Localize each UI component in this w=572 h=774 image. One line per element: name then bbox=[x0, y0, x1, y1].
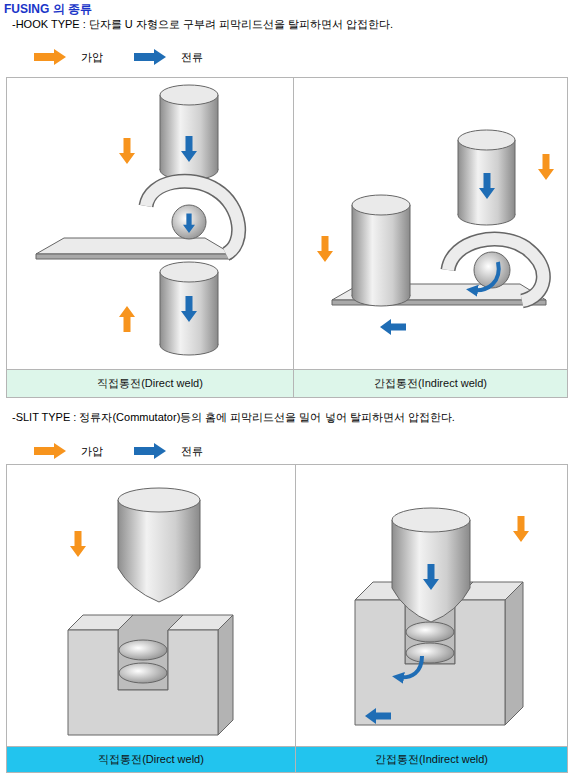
legend-text: 가압 bbox=[81, 444, 103, 459]
hook-indirect-weld bbox=[380, 319, 406, 335]
hook-indirect-weld bbox=[515, 140, 516, 215]
hook-direct-weld bbox=[146, 181, 239, 254]
slit-indirect-weld bbox=[406, 643, 454, 663]
hook-direct-weld bbox=[160, 272, 161, 345]
legend-arrow bbox=[134, 443, 166, 459]
legend-arrow bbox=[33, 49, 67, 65]
slit-direct-weld bbox=[68, 630, 218, 735]
slit-indirect-weld bbox=[392, 508, 470, 532]
legend-text: 전류 bbox=[181, 50, 203, 65]
panel-frame bbox=[7, 78, 568, 398]
hook-direct-weld bbox=[36, 254, 232, 259]
slit-direct-weld bbox=[119, 663, 167, 683]
hook-direct-weld bbox=[181, 296, 197, 322]
slit-direct-weld bbox=[70, 531, 86, 557]
hook-direct-weld bbox=[181, 136, 197, 162]
panel-frame bbox=[293, 77, 294, 397]
slit-indirect-weld bbox=[423, 564, 439, 590]
hook-indirect-weld bbox=[458, 140, 459, 215]
panel-frame bbox=[7, 465, 568, 773]
type-description: -SLIT TYPE : 정류자(Commutator)등의 홈에 피막리드선을… bbox=[12, 410, 455, 425]
hook-direct-weld bbox=[183, 214, 195, 234]
hook-indirect-weld bbox=[458, 140, 515, 215]
hook-indirect-weld bbox=[410, 205, 411, 296]
legend-item: 가압 bbox=[33, 443, 103, 459]
hook-direct-weld bbox=[218, 95, 219, 170]
hook-direct-weld bbox=[146, 181, 239, 254]
legend-text: 전류 bbox=[181, 444, 203, 459]
panel-frame bbox=[295, 464, 296, 772]
slit-direct-weld bbox=[119, 640, 167, 660]
caption-band: 간접통전(Indirect weld) bbox=[294, 369, 567, 397]
legend-arrow bbox=[34, 49, 66, 65]
legend-arrow bbox=[33, 443, 67, 459]
slit-direct-weld bbox=[118, 500, 200, 602]
slit-indirect-weld bbox=[392, 520, 470, 622]
caption-text: 직접통전(Direct weld) bbox=[97, 376, 203, 391]
type-description: -HOOK TYPE : 단자를 U 자형으로 구부려 피막리드선을 탈피하면서… bbox=[12, 17, 393, 32]
panel-frame bbox=[7, 77, 568, 773]
slit-indirect-weld bbox=[505, 582, 523, 725]
hook-indirect-weld bbox=[538, 154, 554, 180]
hook-indirect-weld bbox=[317, 130, 554, 335]
slit-indirect-weld bbox=[406, 622, 454, 642]
slit-direct-weld bbox=[218, 615, 233, 735]
slit-indirect-weld bbox=[355, 508, 529, 725]
hook-indirect-weld bbox=[458, 130, 515, 150]
hook-direct-weld bbox=[36, 85, 239, 355]
slit-direct-weld bbox=[118, 488, 200, 512]
hook-indirect-weld bbox=[317, 236, 333, 262]
hook-direct-weld bbox=[160, 262, 218, 282]
legend-arrow bbox=[133, 49, 167, 65]
hook-indirect-weld bbox=[472, 262, 499, 290]
caption-band: 간접통전(Indirect weld) bbox=[296, 746, 567, 772]
hook-direct-weld bbox=[218, 272, 219, 345]
slit-indirect-weld bbox=[365, 708, 391, 724]
hook-direct-weld bbox=[119, 138, 135, 164]
hook-direct-weld bbox=[172, 205, 206, 239]
legend-text: 가압 bbox=[81, 50, 103, 65]
hook-direct-weld bbox=[160, 272, 218, 345]
hook-indirect-weld bbox=[479, 173, 495, 199]
hook-direct-weld bbox=[160, 95, 218, 170]
slit-indirect-weld bbox=[398, 656, 422, 677]
hook-direct-weld bbox=[160, 95, 161, 170]
title: FUSING 의 종류 bbox=[4, 1, 92, 18]
hook-indirect-weld bbox=[352, 205, 410, 296]
hook-indirect-weld bbox=[448, 239, 543, 301]
slit-direct-weld bbox=[68, 488, 233, 735]
hook-indirect-weld bbox=[448, 239, 543, 301]
legend-arrow bbox=[34, 443, 66, 459]
hook-indirect-weld bbox=[352, 195, 410, 215]
legend-item: 전류 bbox=[133, 49, 203, 65]
hook-direct-weld bbox=[36, 238, 232, 254]
slit-indirect-weld bbox=[513, 516, 529, 542]
slit-direct-weld bbox=[68, 615, 133, 630]
caption-band: 직접통전(Direct weld) bbox=[7, 746, 295, 772]
hook-direct-weld bbox=[119, 306, 135, 332]
legend-item: 전류 bbox=[133, 443, 203, 459]
caption-text: 간접통전(Indirect weld) bbox=[374, 376, 487, 391]
hook-indirect-weld bbox=[352, 205, 353, 296]
hook-direct-weld bbox=[160, 85, 218, 105]
legend-arrow bbox=[134, 49, 166, 65]
caption-text: 간접통전(Indirect weld) bbox=[375, 752, 488, 767]
legend-item: 가압 bbox=[33, 49, 103, 65]
caption-band: 직접통전(Direct weld) bbox=[7, 369, 293, 397]
legend-arrow bbox=[133, 443, 167, 459]
caption-text: 직접통전(Direct weld) bbox=[98, 752, 204, 767]
